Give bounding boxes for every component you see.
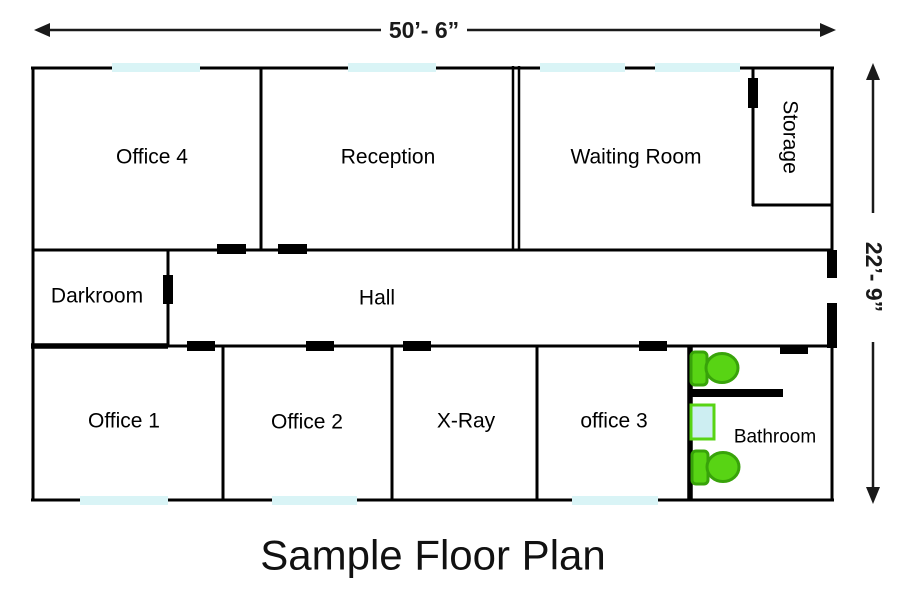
room-label-storage: Storage	[779, 100, 802, 174]
window-office4	[112, 63, 200, 72]
window-waiting-2	[655, 63, 740, 72]
bathroom-fixtures	[689, 350, 741, 486]
toilet-icon	[689, 350, 740, 387]
wall-bathroom-divider	[689, 389, 783, 397]
door-storage	[748, 78, 758, 108]
door-markers	[163, 78, 837, 354]
interior-walls	[31, 66, 832, 501]
room-label-bathroom: Bathroom	[734, 427, 816, 448]
door-reception	[278, 244, 307, 254]
window-office1	[80, 496, 168, 505]
room-label-darkroom: Darkroom	[51, 285, 143, 308]
toilet-bowl	[705, 451, 741, 483]
page-title: Sample Floor Plan	[260, 532, 606, 579]
room-label-hall: Hall	[359, 287, 395, 310]
arrow-right-icon	[820, 23, 836, 37]
height-dimension-label: 22’- 9”	[861, 242, 887, 312]
door-xray	[403, 341, 431, 351]
door-darkroom	[163, 275, 173, 304]
room-labels: Office 4 Reception Waiting Room Storage …	[51, 100, 816, 447]
door-jamb-hall-right-upper	[827, 250, 837, 278]
room-label-office1: Office 1	[88, 410, 160, 433]
width-dimension-label: 50’- 6”	[389, 17, 459, 43]
room-label-xray: X-Ray	[437, 410, 496, 433]
window-waiting-1	[540, 63, 625, 72]
room-label-waiting-room: Waiting Room	[570, 146, 701, 169]
toilet-icon	[690, 449, 741, 486]
door-office4	[217, 244, 246, 254]
arrow-up-icon	[866, 63, 880, 80]
door-office1	[187, 341, 215, 351]
height-dimension: 22’- 9”	[861, 63, 887, 504]
door-jamb-hall-right-lower	[827, 303, 837, 348]
door-bathroom	[780, 345, 808, 354]
width-dimension: 50’- 6”	[34, 17, 836, 43]
door-office2	[306, 341, 334, 351]
toilet-bowl	[704, 352, 740, 384]
arrow-left-icon	[34, 23, 50, 37]
room-label-reception: Reception	[341, 146, 436, 169]
room-label-office4: Office 4	[116, 146, 188, 169]
room-label-office2: Office 2	[271, 411, 343, 434]
window-office2	[272, 496, 357, 505]
arrow-down-icon	[866, 487, 880, 504]
room-label-office3: office 3	[580, 410, 647, 433]
window-reception	[348, 63, 436, 72]
door-office3	[639, 341, 667, 351]
sink-icon	[689, 403, 716, 441]
window-office3	[572, 496, 658, 505]
windows	[80, 63, 740, 505]
